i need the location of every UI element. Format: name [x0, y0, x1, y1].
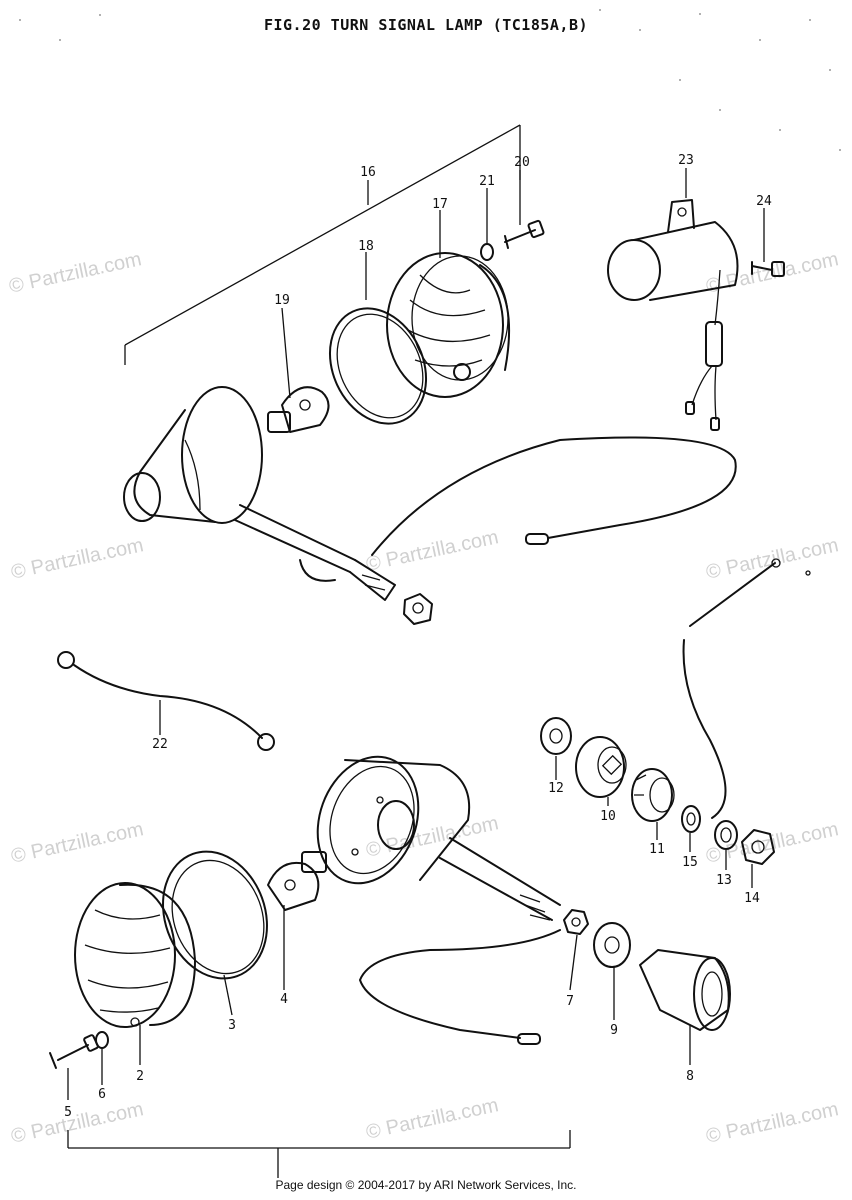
callout-8: 8 — [686, 1069, 694, 1084]
bracket-16 — [124, 124, 521, 365]
callout-16: 16 — [360, 165, 376, 180]
bracket-bottom — [67, 1130, 571, 1178]
copyright-footer: Page design © 2004-2017 by ARI Network S… — [275, 1178, 577, 1192]
callout-23: 23 — [678, 153, 694, 168]
washer-15 — [681, 805, 701, 833]
callout-18: 18 — [358, 239, 374, 254]
screw-24 — [751, 261, 785, 277]
washer-12 — [540, 717, 572, 755]
washer-21 — [480, 243, 494, 261]
callout-4: 4 — [280, 992, 288, 1007]
callout-20: 20 — [514, 155, 530, 170]
washer-9 — [593, 922, 631, 968]
lower-housing — [316, 755, 561, 921]
upper-wire — [371, 436, 737, 556]
nut-7 — [563, 909, 589, 935]
lower-right-wire — [682, 558, 811, 819]
bulb-4 — [267, 851, 327, 911]
callout-13: 13 — [716, 873, 732, 888]
upper-nut — [403, 593, 433, 625]
callout-22: 22 — [152, 737, 168, 752]
gasket-3 — [162, 850, 268, 980]
callout-11: 11 — [649, 842, 665, 857]
figure-title: FIG.20 TURN SIGNAL LAMP (TC185A,B) — [263, 16, 589, 34]
scan-noise — [19, 9, 841, 151]
upper-housing — [123, 386, 396, 601]
callout-3: 3 — [228, 1018, 236, 1033]
bulb-19 — [267, 386, 330, 433]
callout-labels: 16 17 18 19 20 21 23 24 22 12 10 11 15 1… — [64, 153, 772, 1120]
callout-7: 7 — [566, 994, 574, 1009]
lower-wire — [359, 929, 561, 1045]
callout-14: 14 — [744, 891, 760, 906]
screw-20 — [504, 219, 545, 249]
callout-9: 9 — [610, 1023, 618, 1038]
callout-6: 6 — [98, 1087, 106, 1102]
callout-17: 17 — [432, 197, 448, 212]
leader-lines — [67, 168, 765, 1100]
lens-17 — [386, 252, 511, 398]
callout-2: 2 — [136, 1069, 144, 1084]
callout-15: 15 — [682, 855, 698, 870]
nut-14 — [741, 829, 775, 865]
lens-2 — [74, 882, 196, 1028]
callout-10: 10 — [600, 809, 616, 824]
callout-21: 21 — [479, 174, 495, 189]
flasher-relay-23 — [607, 199, 739, 431]
callout-19: 19 — [274, 293, 290, 308]
bushing-11 — [631, 768, 675, 822]
callout-24: 24 — [756, 194, 772, 209]
callout-5: 5 — [64, 1105, 72, 1120]
sleeve-8 — [639, 949, 731, 1031]
ground-wire-22 — [57, 651, 275, 751]
gasket-18 — [328, 307, 428, 425]
lock-washer-13 — [714, 820, 738, 850]
screw-5 — [49, 1034, 99, 1069]
callout-12: 12 — [548, 781, 564, 796]
grommet-10 — [575, 736, 627, 798]
